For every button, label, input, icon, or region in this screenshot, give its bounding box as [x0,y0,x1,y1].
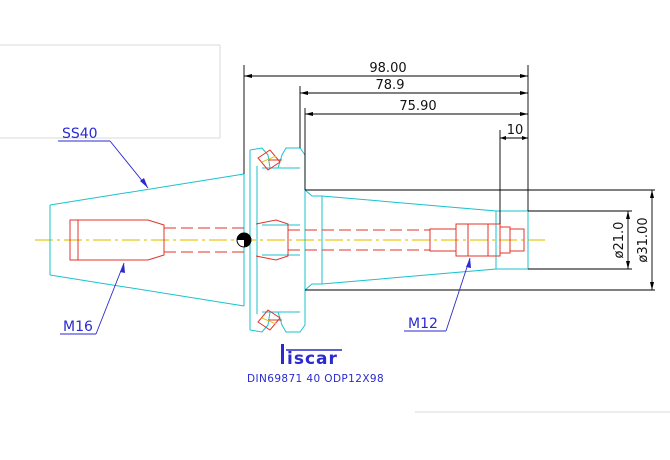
label-back-thread: M16 [63,319,93,335]
dim-length-2-value: 78.9 [376,78,405,93]
dim-overall-length-value: 98.00 [369,61,406,76]
sheet-border [0,44,670,413]
dim-diameter-2-value: ø31.00 [636,217,651,262]
dim-diameter-1 [528,210,632,270]
callout-back-thread [60,262,125,335]
callout-taper [58,140,149,189]
dim-length-3 [304,108,528,190]
gauge-point-symbol [236,232,252,248]
dim-length-4 [499,130,528,224]
svg-text:iscar: iscar [287,349,338,369]
drive-key-bottom [257,309,281,331]
taper-outline [49,166,258,314]
callout-front-thread [404,257,471,332]
iscar-logo: iscar [281,344,342,369]
tool-designation: DIN69871 40 ODP12X98 [247,373,384,385]
label-front-thread: M12 [408,316,438,332]
internal-bore [69,159,525,321]
label-taper: SS40 [62,126,98,142]
dim-length-3-value: 75.90 [399,99,436,114]
shank-outline [304,189,529,291]
drive-key-top [257,149,281,171]
dim-length-4-value: 10 [507,123,524,138]
dim-diameter-2 [305,189,655,291]
dim-diameter-1-value: ø21.0 [612,222,627,259]
dim-length-2 [299,86,528,148]
